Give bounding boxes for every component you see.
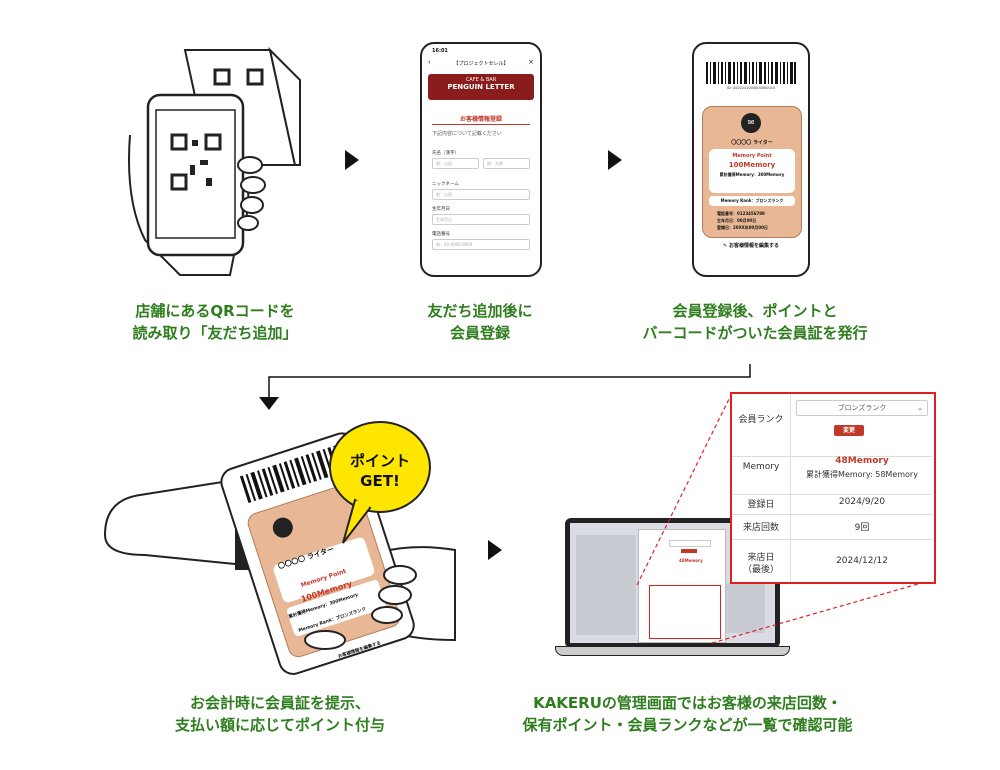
visits-value: 9回 bbox=[854, 523, 870, 533]
status-time: 16:01 bbox=[432, 48, 448, 54]
rank-select-value: ブロンズランク bbox=[837, 404, 887, 412]
points-value: 100Memory bbox=[728, 161, 776, 169]
zoom-divider bbox=[732, 514, 932, 515]
phone-input[interactable]: 例：00-0000-0000 bbox=[432, 239, 530, 250]
bubble-line1: ポイント bbox=[349, 452, 410, 470]
name-last-input[interactable]: 例：山田 bbox=[432, 158, 479, 169]
field-label-birthday: 生年月日 bbox=[432, 207, 450, 212]
lastvisit-label: 来店日 bbox=[747, 553, 775, 563]
step3-caption-line2: バーコードがついた会員証を発行 bbox=[642, 324, 868, 342]
card-member-name: 〇〇〇〇 ライター bbox=[731, 140, 773, 146]
card-registered: 登録日：20XX年00月00日 bbox=[717, 225, 768, 230]
step5-caption: KAKERUの管理画面ではお客様の来店回数・ 保有ポイント・会員ランクなどが一覧… bbox=[495, 692, 880, 736]
step3-caption-line1: 会員登録後、ポイントと bbox=[672, 302, 838, 320]
field-label-name: 氏名（漢字） bbox=[432, 151, 459, 156]
step2-caption: 友だち追加後に 会員登録 bbox=[380, 300, 580, 344]
form-title: お客様情報登録 bbox=[459, 116, 502, 123]
rank-box: Memory Rank：ブロンズランク bbox=[709, 196, 795, 206]
penguin-logo-icon: ✉ bbox=[741, 113, 761, 133]
store-banner: CAFE & BAR PENGUIN LETTER bbox=[428, 74, 534, 100]
chevron-down-icon: ⌄ bbox=[917, 404, 923, 412]
member-card: ✉ 〇〇〇〇 ライター Memory Point 100Memory 累計獲得M… bbox=[702, 106, 802, 238]
memory-value: 48Memory bbox=[835, 456, 889, 466]
laptop-base bbox=[555, 646, 790, 656]
banner-big-text: PENGUIN LETTER bbox=[447, 83, 515, 91]
edit-info-label: お客様情報を編集する bbox=[728, 243, 779, 249]
form-phone-title: 【プロジェクトセレル】 bbox=[453, 61, 509, 67]
form-instruction: 下記内容について記載ください bbox=[432, 131, 502, 137]
zoom-panel: 会員ランク ブロンズランク ⌄ 変更 Memory 48Memory 累計獲得M… bbox=[730, 392, 936, 584]
registered-label: 登録日 bbox=[747, 500, 775, 510]
name-first-input[interactable]: 例：太郎 bbox=[483, 158, 530, 169]
step4-caption: お会計時に会員証を提示、 支払い額に応じてポイント付与 bbox=[145, 692, 415, 736]
barcode-graphic bbox=[706, 62, 796, 84]
field-label-nickname: ニックネーム bbox=[432, 182, 459, 187]
admin-detail-modal: 48Memory bbox=[638, 529, 726, 643]
form-fields: 氏名（漢字） 例：山田 例：太郎 ニックネーム 例：山田 生年月日 生年月日 電… bbox=[432, 150, 530, 256]
bubble-shape bbox=[329, 421, 431, 544]
field-label-phone: 電話番号 bbox=[432, 232, 450, 237]
nickname-input[interactable]: 例：山田 bbox=[432, 189, 530, 200]
arrow-right-icon bbox=[608, 150, 622, 170]
card-phone: ID: 4520241004000000015 ✉ 〇〇〇〇 ライター Memo… bbox=[692, 42, 810, 277]
title-underline bbox=[432, 124, 530, 125]
points-box: Memory Point 100Memory 累計獲得Memory：300Mem… bbox=[709, 149, 795, 193]
arrow-down-icon bbox=[259, 397, 279, 410]
step1-caption-line2: 読み取り「友だち追加」 bbox=[132, 324, 298, 342]
rank-label: 会員ランク bbox=[738, 415, 784, 425]
step3-caption: 会員登録後、ポイントと バーコードがついた会員証を発行 bbox=[610, 300, 900, 344]
memory-label: Memory bbox=[742, 462, 780, 472]
back-chevron-icon[interactable]: ‹ bbox=[428, 58, 431, 66]
barcode-number: ID: 4520241004000000015 bbox=[726, 86, 776, 90]
admin-table-left bbox=[576, 535, 636, 635]
card-birthday: 生年月日：00月00日 bbox=[717, 218, 757, 223]
step1-caption: 店舗にあるQRコードを 読み取り「友だち追加」 bbox=[95, 300, 335, 344]
lastvisit-sublabel: （最後） bbox=[742, 565, 779, 575]
zoom-divider bbox=[732, 494, 932, 495]
arrow-right-icon bbox=[345, 150, 359, 170]
registered-value: 2024/9/20 bbox=[838, 497, 886, 507]
edit-info-link[interactable]: ✎ お客様情報を編集する bbox=[694, 242, 808, 249]
banner-small-text: CAFE & BAR bbox=[465, 77, 497, 83]
step5-caption-line1: KAKERUの管理画面ではお客様の来店回数・ bbox=[533, 694, 842, 712]
rank-change-button[interactable]: 変更 bbox=[834, 425, 864, 436]
step1-illustration bbox=[120, 40, 320, 280]
zoom-divider bbox=[732, 539, 932, 540]
step2-caption-line2: 会員登録 bbox=[449, 324, 510, 342]
form-phone: 16:01 【プロジェクトセレル】 ‹ × CAFE & BAR PENGUIN… bbox=[420, 42, 542, 277]
step5-caption-line2: 保有ポイント・会員ランクなどが一覧で確認可能 bbox=[522, 716, 853, 734]
points-title: Memory Point bbox=[732, 153, 772, 159]
bubble-line2: GET! bbox=[360, 472, 400, 490]
pencil-icon: ✎ bbox=[723, 243, 728, 249]
step2-caption-line1: 友だち追加後に bbox=[427, 302, 533, 320]
visits-label: 来店回数 bbox=[742, 523, 779, 533]
step4-caption-line1: お会計時に会員証を提示、 bbox=[189, 694, 370, 712]
points-cumulative: 累計獲得Memory：300Memory bbox=[719, 172, 785, 177]
rank-select[interactable]: ブロンズランク ⌄ bbox=[796, 400, 928, 416]
step1-caption-line1: 店舗にあるQRコードを bbox=[135, 302, 295, 320]
zoom-divider bbox=[732, 456, 932, 457]
birthday-input[interactable]: 生年月日 bbox=[432, 214, 530, 225]
points-get-bubble: ポイント GET! bbox=[325, 418, 435, 548]
zoom-col-divider bbox=[790, 394, 791, 582]
connector-arrow bbox=[259, 364, 751, 410]
close-icon[interactable]: × bbox=[528, 58, 534, 66]
arrow-right-icon bbox=[488, 540, 502, 560]
step4-caption-line2: 支払い額に応じてポイント付与 bbox=[174, 716, 385, 734]
memory-cumulative: 累計獲得Memory: 58Memory bbox=[806, 470, 918, 479]
qr-scan-illustration bbox=[128, 46, 301, 276]
lastvisit-value: 2024/12/12 bbox=[836, 556, 888, 566]
card-phone-number: 電話番号：0123456789 bbox=[717, 211, 765, 216]
